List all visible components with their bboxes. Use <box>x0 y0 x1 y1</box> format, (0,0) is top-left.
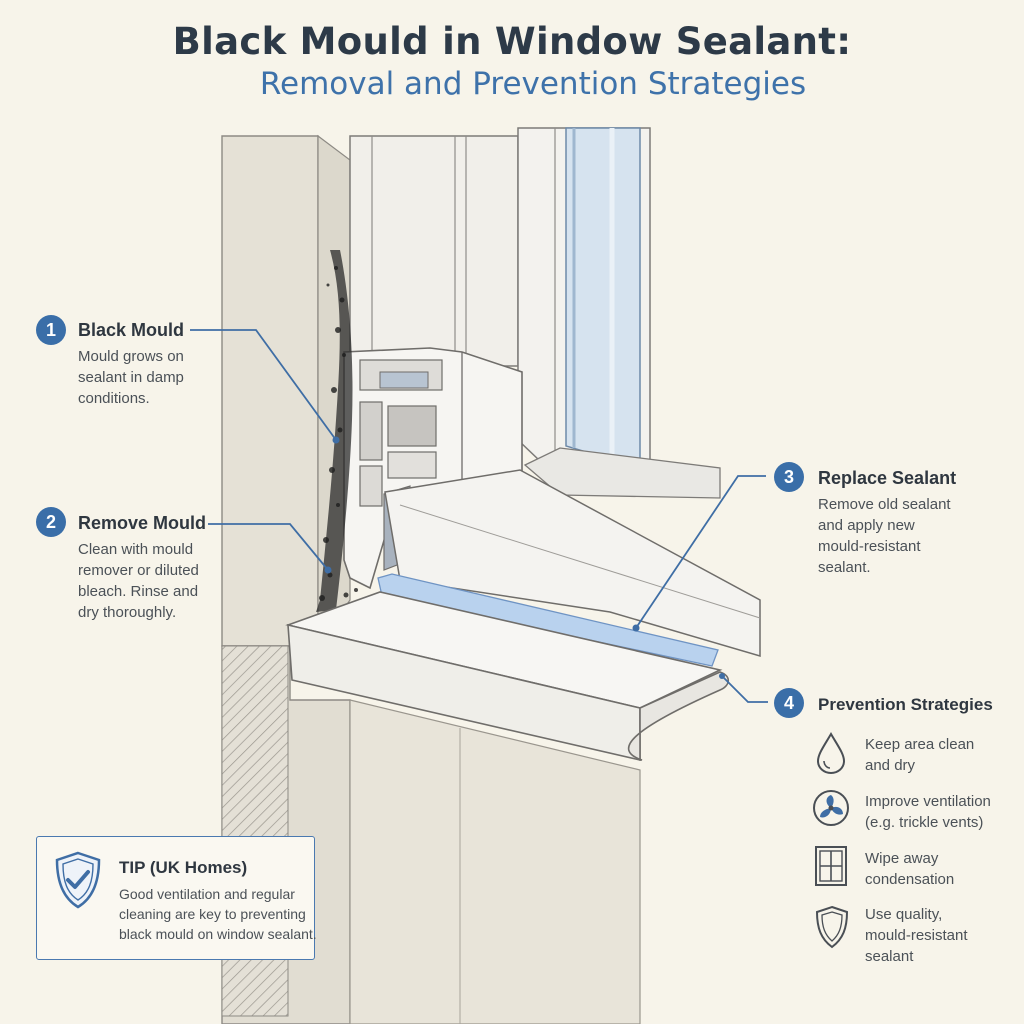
window-frame-outer <box>349 135 519 367</box>
wall-below-sill <box>349 699 641 1024</box>
step-badge-4: 4 <box>774 688 804 718</box>
shield-check-icon <box>55 851 101 909</box>
callout-line-3 <box>635 475 766 629</box>
prevention-item-ventilation: Improve ventilation (e.g. trickle vents) <box>865 793 991 831</box>
prevention-item-clean-dry: Keep area clean and dry <box>865 736 975 774</box>
window-glass <box>565 127 641 470</box>
step-text-black-mould: Mould grows on sealant in damp condition… <box>78 348 184 407</box>
step-title-black-mould: Black Mould <box>78 320 185 340</box>
callout-line-2 <box>208 523 329 571</box>
prevention-item-quality-sealant: Use quality, mould-resistant sealant <box>865 906 968 965</box>
step-badge-3: 3 <box>774 462 804 492</box>
step-badge-1: 1 <box>36 315 66 345</box>
step-badge-2: 2 <box>36 507 66 537</box>
prevention-item-condensation: Wipe away condensation <box>865 850 955 888</box>
page-title: Black Mould in Window Sealant: <box>172 20 852 63</box>
tip-title: TIP (UK Homes) <box>119 858 248 877</box>
shield-icon <box>815 905 849 949</box>
water-drop-icon <box>816 732 846 775</box>
black-mould <box>316 250 353 612</box>
fan-icon <box>813 790 849 826</box>
wall-plaster <box>221 135 319 647</box>
window-sill-nose <box>627 671 730 761</box>
window-icon <box>815 846 847 886</box>
step-title-prevention: Prevention Strategies <box>818 695 993 714</box>
callout-line-4 <box>721 675 768 703</box>
step-text-replace-sealant: Remove old sealant and apply new mould-r… <box>818 496 951 576</box>
step-title-replace-sealant: Replace Sealant <box>818 468 957 488</box>
wall-hatch <box>221 645 289 1017</box>
step-title-remove-mould: Remove Mould <box>78 513 207 533</box>
step-text-remove-mould: Clean with mould remover or diluted blea… <box>78 541 199 621</box>
callout-line-1 <box>190 329 337 441</box>
tip-text: Good ventilation and regular cleaning ar… <box>119 886 317 942</box>
page-subtitle: Removal and Prevention Strategies <box>259 66 807 102</box>
